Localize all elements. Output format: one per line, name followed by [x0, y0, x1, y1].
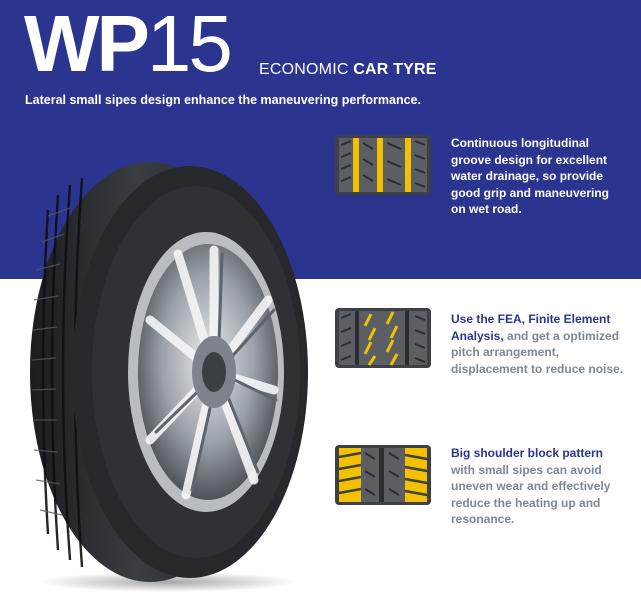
tread-pattern-pitch-icon	[335, 308, 431, 368]
tire-image	[18, 150, 318, 594]
tread-pattern-grooves-icon	[335, 135, 431, 195]
feature-shoulder-body: with small sipes can avoid uneven wear a…	[451, 462, 611, 527]
model-prefix: WP	[24, 0, 150, 88]
feature-groove-text: Continuous longitudinal groove design fo…	[451, 135, 626, 218]
feature-fea-text: Use the FEA, Finite Element Analysis, an…	[451, 311, 629, 377]
feature-shoulder-highlight: Big shoulder block pattern	[451, 446, 604, 460]
model-number: 15	[146, 0, 233, 88]
model-title: WP15	[24, 0, 233, 88]
feature-groove-body: Continuous longitudinal groove design fo…	[451, 136, 610, 216]
product-subtitle: ECONOMIC CAR TYRE	[259, 61, 437, 79]
subtitle-prefix: ECONOMIC	[259, 61, 354, 78]
feature-fea-body: and get a optimized pitch arrangement, d…	[451, 328, 624, 376]
subtitle-bold: CAR TYRE	[353, 61, 437, 78]
tread-pattern-shoulder-icon	[335, 445, 431, 505]
feature-shoulder-text: Big shoulder block pattern with small si…	[451, 445, 621, 528]
feature-fea-highlight: Use the FEA, Finite Element Analysis,	[451, 312, 611, 343]
tagline: Lateral small sipes design enhance the m…	[25, 93, 421, 107]
